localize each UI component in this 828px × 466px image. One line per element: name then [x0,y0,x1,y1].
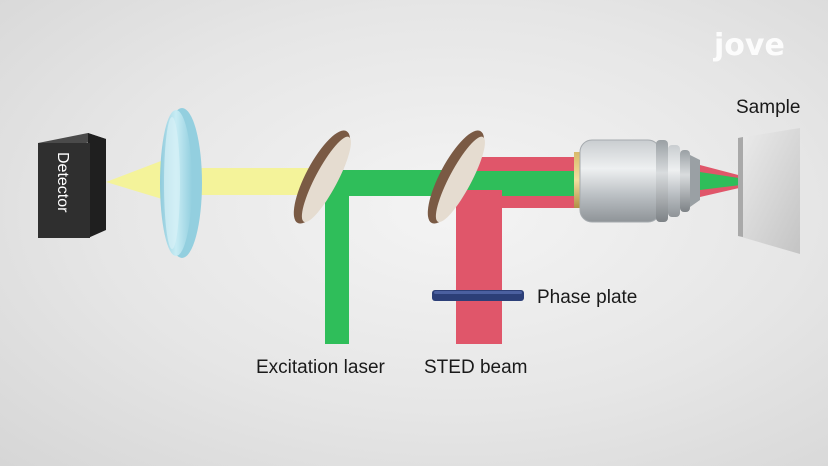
dichroic-mirror-2 [427,130,485,224]
sted-beam-label: STED beam [424,357,527,378]
jove-logo: jove [713,28,785,63]
phase-plate-highlight [434,291,522,294]
excitation-laser-vertical [325,170,349,344]
phase-plate-label: Phase plate [537,287,637,308]
objective-brass-ring [574,152,583,208]
emission-beam [186,168,316,195]
sample-label: Sample [736,97,800,118]
dichroic-mirror-1 [293,130,351,224]
sted-beam-horizontal-bottom [462,196,580,208]
excitation-focus-cone [700,172,765,190]
sted-beam-horizontal-top [462,157,580,171]
sample-edge [738,137,743,237]
detector-front [38,143,90,238]
excitation-laser-label: Excitation laser [256,357,386,378]
objective-lens [574,139,700,223]
detector-side [88,133,106,238]
sted-beam-vertical [456,190,502,344]
sample-slide [738,128,800,254]
detector-label: Detector [54,152,71,213]
lens [160,108,202,258]
